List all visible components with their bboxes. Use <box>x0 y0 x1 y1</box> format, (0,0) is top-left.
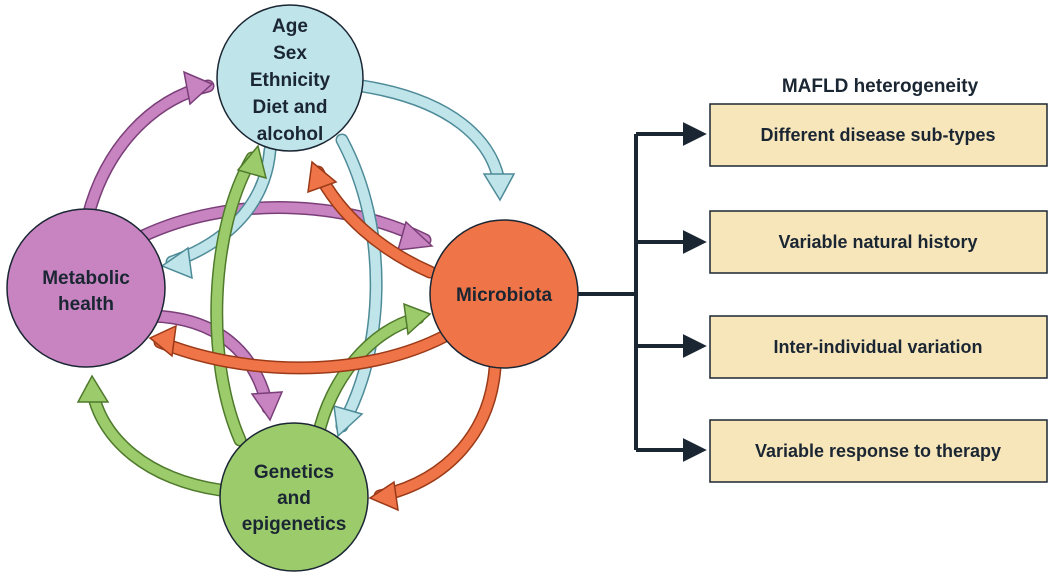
outcome-label-variation: Inter-individual variation <box>773 337 982 357</box>
bracket-connector <box>578 122 707 462</box>
arrow-genetics-to-metabolic <box>76 374 227 497</box>
node-genetics-line-1: Genetics <box>254 462 334 483</box>
node-demographics-line-5: alcohol <box>257 124 324 145</box>
node-demographics-line-2: Sex <box>273 43 307 64</box>
heterogeneity-title: MAFLD heterogeneity <box>782 76 979 97</box>
arrow-microbiota-to-genetics <box>368 361 502 512</box>
outcome-box-variation: Inter-individual variation <box>709 315 1048 379</box>
node-genetics-line-2: and <box>277 488 311 509</box>
node-metabolic-line-1: Metabolic <box>42 268 130 289</box>
outcome-box-therapy: Variable response to therapy <box>709 419 1048 483</box>
arrow-metabolic-to-genetics <box>145 309 284 422</box>
node-microbiota-line-1: Microbiota <box>456 285 552 306</box>
arrow-genetics-to-demographics <box>210 144 268 447</box>
outcome-label-subtypes: Different disease sub-types <box>760 125 995 145</box>
arrow-microbiota-to-metabolic <box>148 324 452 375</box>
node-genetics: Genetics and epigenetics <box>219 422 369 572</box>
arrow-demographics-to-microbiota <box>355 79 516 202</box>
node-demographics-line-3: Ethnicity <box>250 70 331 91</box>
arrow-microbiota-to-demographics <box>307 160 437 279</box>
arrow-metabolic-to-demographics <box>81 70 215 223</box>
node-demographics-line-1: Age <box>272 16 308 37</box>
node-metabolic-line-2: health <box>58 294 114 315</box>
node-demographics-line-4: Diet and <box>253 97 328 118</box>
arrow-demographics-to-genetics <box>333 133 383 438</box>
outcome-label-therapy: Variable response to therapy <box>755 441 1001 461</box>
outcome-box-subtypes: Different disease sub-types <box>709 103 1048 167</box>
outcome-box-natural-history: Variable natural history <box>709 210 1048 274</box>
node-microbiota: Microbiota <box>429 219 579 369</box>
node-demographics: Age Sex Ethnicity Diet and alcohol <box>216 4 364 152</box>
node-metabolic-health: Metabolic health <box>6 208 166 368</box>
node-genetics-line-3: epigenetics <box>242 514 347 535</box>
arrow-demographics-to-metabolic <box>160 143 277 280</box>
arrow-metabolic-to-microbiota <box>136 201 434 251</box>
outcome-label-natural-history: Variable natural history <box>778 232 977 252</box>
